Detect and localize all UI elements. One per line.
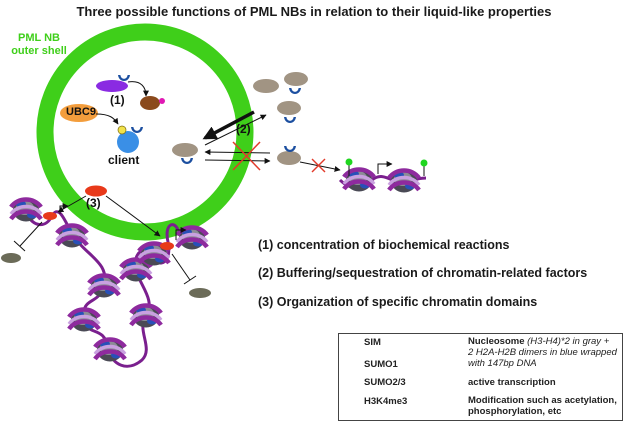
pml-nb-outer-shell	[36, 23, 254, 241]
step-2-label: (2)	[236, 122, 251, 136]
anchor-factor	[43, 212, 57, 220]
nucleosome-icon	[11, 199, 41, 222]
legend-nucleosome-detail-3: with 147bp DNA	[468, 358, 537, 369]
repressed-factor	[1, 253, 21, 263]
sim-icon	[284, 117, 296, 123]
nucleosome-icon	[389, 170, 419, 193]
step-3-label: (3)	[86, 196, 101, 210]
legend-modification: Modification such as acetylation, phosph…	[468, 395, 617, 417]
sequestration-2-group	[172, 72, 428, 193]
reaction-arrow	[127, 81, 149, 97]
sim-icon	[181, 158, 193, 164]
legend-nucleosome: Nucleosome (H3-H4)*2 in gray + 2 H2A-H2B…	[468, 336, 617, 369]
reaction-1-group	[60, 75, 165, 153]
h3k4me3-icon	[420, 159, 428, 167]
legend-nucleosome-title: Nucleosome	[468, 336, 525, 347]
legend-nucleosome-detail-1: (H3-H4)*2 in gray +	[527, 336, 610, 347]
legend-sumo1: SUMO1	[364, 359, 398, 370]
legend-sim: SIM	[364, 337, 381, 348]
exchange-arrow-out	[204, 157, 271, 164]
block-cross	[232, 141, 261, 171]
legend-h3k4me3: H3K4me3	[364, 396, 408, 407]
transcription-arrow	[175, 227, 187, 240]
sim-icon	[284, 146, 296, 152]
exchange-arrow-in	[204, 149, 271, 156]
function-3: (3) Organization of specific chromatin d…	[258, 295, 538, 309]
legend-box	[338, 333, 623, 421]
sim-icon	[289, 88, 301, 94]
substrate-brown	[140, 96, 160, 110]
shell-label: PML NB outer shell	[2, 32, 76, 58]
h3k4me3-icon	[345, 158, 353, 166]
anchor-factor	[85, 185, 107, 197]
transcription-arrow	[377, 161, 393, 174]
enzyme-purple	[96, 80, 128, 92]
chromatin-domain-3-group	[1, 185, 211, 368]
export-arrow	[204, 114, 267, 146]
repression-line	[171, 253, 191, 281]
nucleosome-icon	[89, 275, 119, 298]
shell-label-line-1: PML NB	[18, 32, 60, 44]
anchor-factor	[160, 242, 174, 250]
sumoylation-arrow	[95, 113, 119, 125]
nucleosome-icon	[95, 339, 125, 362]
legend-modification-line-1: Modification such as acetylation,	[468, 395, 617, 406]
function-1: (1) concentration of biochemical reactio…	[258, 238, 510, 252]
binding-arrow	[299, 161, 341, 172]
sim-icon	[131, 127, 143, 133]
legend-sumo23: SUMO2/3	[364, 377, 406, 388]
step-1-label: (1)	[110, 93, 125, 107]
import-arrow	[202, 110, 255, 140]
sim-icon	[118, 75, 130, 81]
nucleosome-icon	[69, 309, 99, 332]
nucleosome-icon	[57, 225, 87, 248]
client-label: client	[108, 153, 140, 167]
repression-bar	[13, 240, 26, 252]
function-2: (2) Buffering/sequestration of chromatin…	[258, 266, 588, 280]
transcription-arrow	[59, 203, 69, 214]
factor-outside	[253, 79, 279, 93]
repression-bar	[183, 275, 197, 285]
factor-inside	[172, 143, 198, 157]
ubc9-label: UBC9	[66, 106, 96, 118]
factor-outside	[277, 101, 301, 115]
repressed-factor	[189, 288, 211, 298]
block-cross	[311, 158, 326, 173]
repression-line	[19, 221, 43, 247]
client-protein	[117, 131, 139, 153]
ubc9-enzyme	[60, 104, 98, 122]
factor-free	[277, 151, 301, 165]
nucleosome-icon	[131, 305, 161, 328]
factor-outside	[284, 72, 308, 86]
legend-active-transcription: active transcription	[468, 377, 556, 388]
tether-arrow	[105, 195, 161, 237]
figure-title: Three possible functions of PML NBs in r…	[76, 4, 552, 19]
sumo1-icon	[117, 125, 127, 135]
tether-arrow	[57, 195, 87, 213]
modification-icon	[159, 98, 165, 104]
shell-label-line-2: outer shell	[11, 45, 67, 57]
legend-modification-line-2: phosphorylation, etc	[468, 406, 562, 417]
legend-nucleosome-detail-2: 2 H2A-H2B dimers in blue wrapped	[468, 347, 617, 358]
